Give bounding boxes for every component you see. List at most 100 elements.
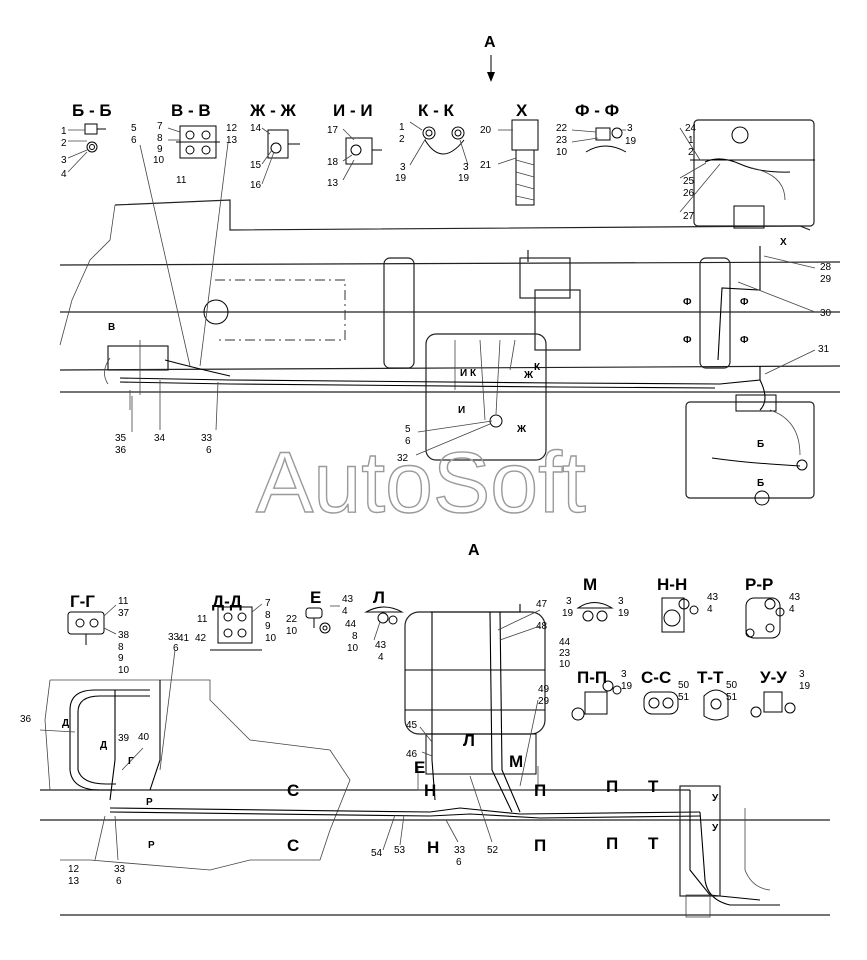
tank-label-26: 26	[683, 188, 695, 199]
section-title-ii: И - И	[333, 101, 373, 120]
marker-s-1: С	[287, 781, 299, 800]
m-label-19b: 19	[618, 608, 630, 619]
vv-label-12: 12	[226, 123, 238, 134]
vv-label-10: 10	[153, 155, 165, 166]
marker-v: В	[108, 322, 115, 333]
nn-label-43: 43	[707, 592, 719, 603]
l-label-43: 43	[375, 640, 387, 651]
tt-label-51: 51	[726, 692, 738, 703]
section-title-pp: П-П	[577, 668, 607, 687]
dd-label-42: 42	[195, 633, 207, 644]
tank-label-28: 28	[820, 262, 832, 273]
kk-label-2: 2	[399, 134, 405, 145]
gg-label-9: 9	[118, 653, 124, 664]
ii-label-17: 17	[327, 125, 339, 136]
lower-chassis-assembly	[39, 604, 830, 918]
detail-pp	[571, 680, 622, 721]
tank-label-2: 2	[688, 147, 694, 158]
marker-p-3: П	[606, 777, 618, 796]
dd-label-10: 10	[265, 633, 277, 644]
section-title-l: Л	[373, 588, 385, 607]
dd-label-9: 9	[265, 621, 271, 632]
section-title-zhzh: Ж - Ж	[249, 101, 296, 120]
lower-callout-47: 47	[536, 599, 548, 610]
ss-label-50: 50	[678, 680, 690, 691]
marker-l: Л	[463, 731, 475, 750]
lower-callout-53: 53	[394, 845, 406, 856]
marker-f-1: Ф	[683, 297, 692, 308]
ss-label-51: 51	[678, 692, 690, 703]
tank-label-30: 30	[820, 308, 832, 319]
view-arrow	[487, 55, 495, 82]
detail-nn	[661, 597, 699, 633]
marker-s-2: С	[287, 836, 299, 855]
view-arrow-label: А	[484, 34, 496, 51]
pp-label-3: 3	[621, 669, 627, 680]
marker-f-4: Ф	[740, 335, 749, 346]
l-label-44: 44	[345, 619, 357, 630]
kk-label-19b: 19	[458, 173, 470, 184]
l-label-8: 8	[352, 631, 358, 642]
marker-i-2: И	[458, 405, 465, 416]
l-label-10: 10	[347, 643, 359, 654]
marker-r-1: Р	[146, 797, 153, 808]
vv-label-5: 5	[131, 123, 137, 134]
m-label-19a: 19	[562, 608, 574, 619]
marker-d-2: Д	[100, 740, 107, 751]
gg-label-38: 38	[118, 630, 130, 641]
e-label-43: 43	[342, 594, 354, 605]
marker-n-1: Н	[424, 781, 436, 800]
marker-t-1: Т	[648, 777, 659, 796]
detail-ff	[571, 127, 627, 153]
marker-b-2: Б	[757, 478, 764, 489]
detail-kk	[409, 121, 469, 166]
marker-u-1: У	[712, 793, 719, 804]
marker-p-2: П	[534, 836, 546, 855]
bb-label-3: 3	[61, 155, 67, 166]
vv-label-11: 11	[176, 175, 187, 186]
e-label-4: 4	[342, 606, 348, 617]
dd-label-7: 7	[265, 598, 271, 609]
lower-callout-29: 29	[538, 696, 550, 707]
tank-label-1: 1	[688, 135, 694, 146]
upper-chassis-assembly	[59, 142, 841, 506]
lower-callout-33c: 33	[114, 864, 126, 875]
marker-d-1: Д	[62, 718, 69, 729]
section-title-vv: В - В	[171, 101, 211, 120]
detail-ii	[342, 128, 382, 181]
ff-label-23: 23	[556, 135, 568, 146]
l-label-4: 4	[378, 652, 384, 663]
ii-label-18: 18	[327, 157, 339, 168]
marker-u-2: У	[712, 823, 719, 834]
marker-p-1: П	[534, 781, 546, 800]
section-title-dd: Д-Д	[212, 592, 242, 611]
upper-callout-6b: 6	[405, 436, 411, 447]
tank-top-detail	[679, 119, 815, 229]
m-label-10: 10	[559, 659, 571, 670]
marker-n-2: Н	[427, 838, 439, 857]
lower-callout-12: 12	[68, 864, 80, 875]
upper-callout-36: 36	[115, 445, 127, 456]
detail-m	[576, 602, 614, 622]
marker-k-1: К	[470, 368, 477, 379]
marker-f-3: Ф	[683, 335, 692, 346]
uu-label-3: 3	[799, 669, 805, 680]
detail-l	[364, 606, 404, 641]
lower-callout-49: 49	[538, 684, 550, 695]
marker-t-2: Т	[648, 834, 659, 853]
dd-label-11: 11	[197, 614, 208, 625]
lower-callout-52: 52	[487, 845, 499, 856]
m-label-3a: 3	[566, 596, 572, 607]
section-title-ff: Ф - Ф	[575, 101, 619, 120]
detail-bb	[67, 123, 106, 173]
marker-m: М	[509, 752, 523, 771]
zhzh-label-16: 16	[250, 180, 262, 191]
detail-gg	[67, 604, 117, 645]
marker-x: Х	[780, 237, 787, 248]
e-label-10: 10	[286, 626, 298, 637]
lower-callout-48: 48	[536, 621, 548, 632]
detail-vv	[167, 125, 220, 159]
detail-ss	[643, 691, 679, 715]
upper-callout-34: 34	[154, 433, 166, 444]
lower-callout-41: 41	[178, 633, 190, 644]
